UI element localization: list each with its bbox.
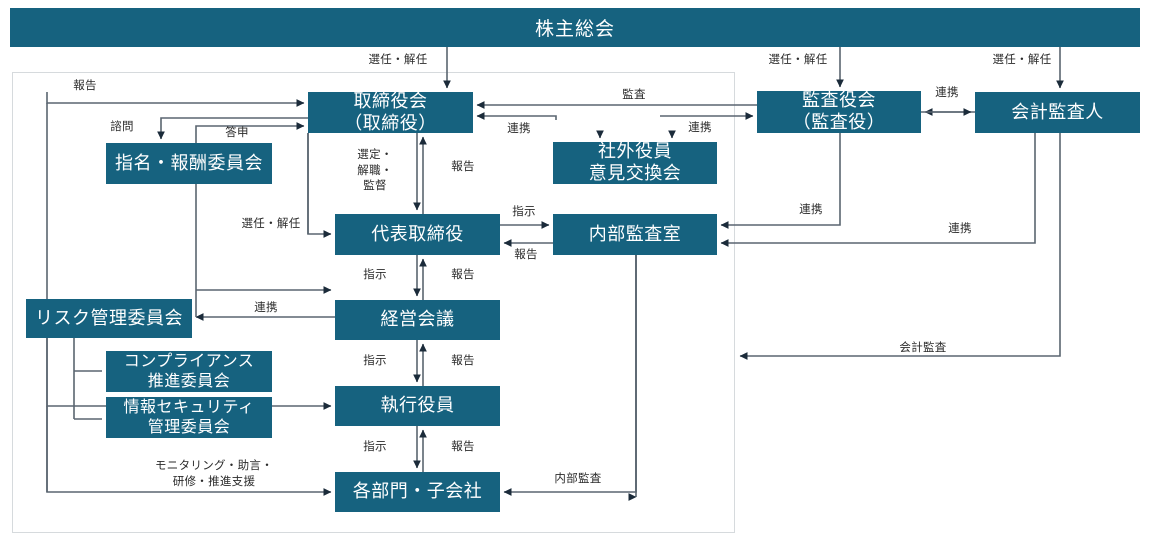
edge-label-consult: 諮問 (110, 121, 134, 133)
node-departments-label: 各部門・子会社 (352, 481, 483, 502)
edge-label-renkei-board-outside: 連携 (507, 123, 531, 135)
edge-label-renkei-board-auditboard: 連携 (688, 122, 712, 134)
edge-label-report-to-board: 報告 (451, 161, 475, 173)
edge-label-houkoku-3: 報告 (451, 441, 475, 453)
edge-label-elect-board: 選任・解任 (368, 54, 428, 66)
wire-renkei-outside-board (476, 112, 557, 120)
edge-label-accounting-audit: 会計監査 (899, 342, 947, 354)
edge-label-renkei-audit-accountant: 連携 (935, 87, 959, 99)
node-compliance-committee-label: コンプライアンス推進委員会 (123, 352, 255, 390)
wire-accounting-audit (739, 133, 1061, 360)
edge-label-answer: 答申 (225, 127, 249, 139)
node-accounting-auditor-label: 会計監査人 (1011, 101, 1104, 122)
node-infosec-committee-label: 情報セキュリティ管理委員会 (123, 398, 255, 436)
node-management-meeting[interactable]: 経営会議 (335, 300, 500, 340)
node-executive-officers[interactable]: 執行役員 (335, 386, 500, 426)
edge-label-elect-accountant: 選任・解任 (992, 54, 1052, 66)
node-board[interactable]: 取締役会（取締役） (308, 90, 473, 133)
edge-label-houkoku-1: 報告 (451, 269, 475, 281)
edge-label-internal-audit: 内部監査 (554, 473, 602, 485)
node-ceo-label: 代表取締役 (371, 223, 464, 244)
node-outside-officers[interactable]: 社外役員意見交換会 (553, 141, 717, 184)
internal-governance-panel (12, 72, 735, 533)
node-risk-committee[interactable]: リスク管理委員会 (26, 299, 192, 338)
node-audit-board[interactable]: 監査役会（監査役） (757, 90, 921, 133)
node-risk-committee-label: リスク管理委員会 (35, 307, 183, 328)
wire-accountant-internal (720, 133, 1036, 247)
node-infosec-committee[interactable]: 情報セキュリティ管理委員会 (106, 397, 272, 438)
node-outside-officers-label: 社外役員意見交換会 (588, 141, 682, 183)
edge-label-appoint-dismiss: 選任・解任 (241, 218, 301, 230)
edge-label-renkei-internal-auditboard: 連携 (799, 204, 823, 216)
node-nomination[interactable]: 指名・報酬委員会 (106, 143, 272, 184)
node-board-label: 取締役会（取締役） (344, 90, 437, 133)
wire-answer (195, 122, 305, 143)
node-nomination-label: 指名・報酬委員会 (115, 152, 263, 173)
node-compliance-committee[interactable]: コンプライアンス推進委員会 (106, 351, 272, 392)
node-accounting-auditor[interactable]: 会計監査人 (975, 92, 1140, 133)
edge-label-houkoku-2: 報告 (451, 355, 475, 367)
node-audit-board-label: 監査役会（監査役） (792, 90, 886, 132)
edge-label-select-dismiss-supervise: 選定・解職・監督 (357, 149, 393, 193)
node-management-meeting-label: 経営会議 (380, 309, 455, 330)
edge-label-shiji-3: 指示 (363, 441, 387, 453)
edge-label-houkoku-internal: 報告 (514, 249, 538, 261)
node-departments[interactable]: 各部門・子会社 (335, 472, 500, 512)
wire-auditboard-internal (720, 133, 841, 229)
edge-label-shiji-internal: 指示 (512, 206, 536, 218)
node-executive-officers-label: 執行役員 (380, 395, 455, 416)
edge-label-renkei-risk: 連携 (254, 302, 278, 314)
node-ceo[interactable]: 代表取締役 (335, 214, 500, 255)
wire-appoint-ceo (307, 133, 332, 238)
wire-internal-dept (503, 255, 637, 496)
shareholders-meeting-header: 株主総会 (10, 8, 1140, 47)
shareholders-meeting-label: 株主総会 (534, 19, 615, 40)
edge-label-report-board: 報告 (73, 80, 97, 92)
edge-label-elect-auditboard: 選任・解任 (768, 54, 828, 66)
edge-label-shiji-2: 指示 (363, 355, 387, 367)
edge-label-audit: 監査 (622, 89, 646, 101)
node-internal-audit-label: 内部監査室 (588, 223, 682, 244)
edge-label-renkei-internal-accountant: 連携 (948, 223, 972, 235)
edge-label-shiji-1: 指示 (363, 269, 387, 281)
edge-label-monitoring: モニタリング・助言・研修・推進支援 (155, 460, 273, 488)
node-internal-audit[interactable]: 内部監査室 (553, 214, 717, 255)
